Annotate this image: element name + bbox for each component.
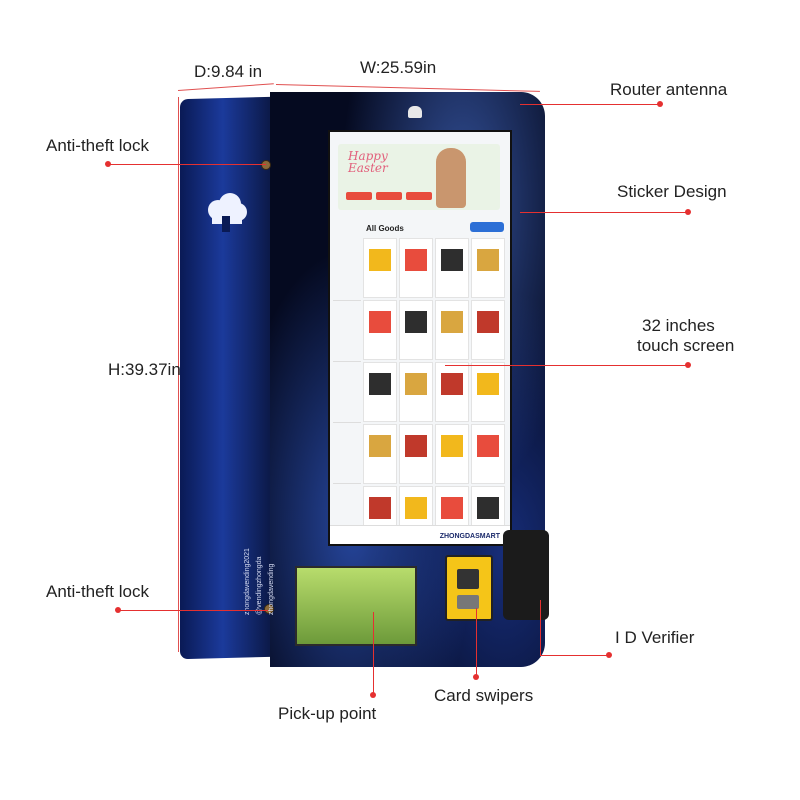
product-card[interactable] [363,424,397,484]
cloud-logo-icon [208,193,247,232]
banner-model-image [436,148,466,208]
category-item[interactable] [333,240,361,301]
id-verifier-label: I D Verifier [615,628,695,647]
category-item[interactable] [333,301,361,362]
touch-screen[interactable]: Happy Easter All Goods ZHONGDASMART [328,130,512,546]
product-image [369,311,391,333]
product-image [405,311,427,333]
card-swipers-leader [476,608,477,676]
category-column [333,240,361,544]
product-card[interactable] [399,300,433,360]
product-image [405,435,427,457]
id-verifier-leader-v [540,600,541,655]
anti-theft-lock-bottom-label: Anti-theft lock [46,582,149,601]
product-card[interactable] [471,424,505,484]
pickup-door[interactable] [295,566,417,646]
router-antenna-label: Router antenna [610,80,728,99]
router-antenna-leader [520,104,660,105]
product-image [441,435,463,457]
section-title: All Goods [366,224,404,233]
sticker-design-label: Sticker Design [617,182,727,201]
anti-theft-lock-top-label: Anti-theft lock [46,136,149,155]
vending-machine: zhongdavending2021 @vendingzhongda zhong… [180,92,550,667]
depth-dimension-line [177,83,274,91]
touch-screen-label-2: touch screen [637,336,735,355]
id-verifier-leader-h [540,655,610,656]
easter-banner[interactable]: Happy Easter [338,144,500,210]
product-image [405,373,427,395]
product-image [441,497,463,519]
width-label: W:25.59in [360,58,437,77]
product-image [477,311,499,333]
product-card[interactable] [399,424,433,484]
card-swiper[interactable] [445,555,493,621]
pickup-point-label: Pick-up point [278,704,377,723]
id-verifier-device[interactable] [503,530,549,620]
product-image [369,435,391,457]
touch-screen-leader [445,365,688,366]
product-image [477,435,499,457]
anti-theft-lock-top-leader [108,164,266,165]
width-dimension-line [275,84,540,92]
product-card[interactable] [435,238,469,298]
touch-screen-label-1: 32 inches [642,316,715,335]
social-handle-3: zhongdavending [268,563,275,615]
product-card[interactable] [363,300,397,360]
product-image [477,497,499,519]
social-handle-1: zhongdavending2021 [244,548,251,615]
product-image [441,249,463,271]
leader-dot [370,692,376,698]
product-image [369,249,391,271]
social-handles: zhongdavending2021 @vendingzhongda zhong… [196,510,275,620]
screen-action-button[interactable] [470,222,504,232]
anti-theft-lock-bottom-leader [118,610,268,611]
card-swipers-label: Card swipers [434,686,534,705]
height-label: H:39.37in [108,360,181,379]
leader-dot [473,674,479,680]
product-card[interactable] [471,362,505,422]
product-card[interactable] [363,362,397,422]
anti-theft-lock-bottom [264,604,274,614]
leader-dot [685,209,691,215]
leader-dot [685,362,691,368]
leader-dot [105,161,111,167]
product-image [441,373,463,395]
product-card[interactable] [399,362,433,422]
product-image [369,373,391,395]
promo-pill [406,192,432,200]
promo-pill [376,192,402,200]
product-card[interactable] [471,238,505,298]
depth-label: D:9.84 in [194,62,263,81]
social-handle-2: @vendingzhongda [256,556,263,616]
banner-title: Happy Easter [348,149,388,175]
leader-dot [657,101,663,107]
promo-pill [346,192,372,200]
product-card[interactable] [471,300,505,360]
leader-dot [115,607,121,613]
sticker-design-leader [520,212,688,213]
card-reader-keys [457,595,479,609]
leader-dot [606,652,612,658]
anti-theft-lock-top [261,160,271,170]
product-card[interactable] [363,238,397,298]
category-item[interactable] [333,423,361,484]
product-image [405,497,427,519]
product-image [369,497,391,519]
product-image [477,373,499,395]
product-image [477,249,499,271]
product-card[interactable] [435,362,469,422]
screen-brand: ZHONGDASMART [439,533,500,540]
height-dimension-line [178,97,179,652]
product-card[interactable] [435,424,469,484]
pickup-point-leader [373,612,374,694]
product-image [405,249,427,271]
product-card[interactable] [399,238,433,298]
product-card[interactable] [435,300,469,360]
card-reader-slot [457,569,479,589]
product-image [441,311,463,333]
screen-status-bar [330,132,510,142]
screen-bottom-bar: ZHONGDASMART [330,525,510,544]
router-antenna-icon [408,106,422,118]
category-item[interactable] [333,362,361,423]
